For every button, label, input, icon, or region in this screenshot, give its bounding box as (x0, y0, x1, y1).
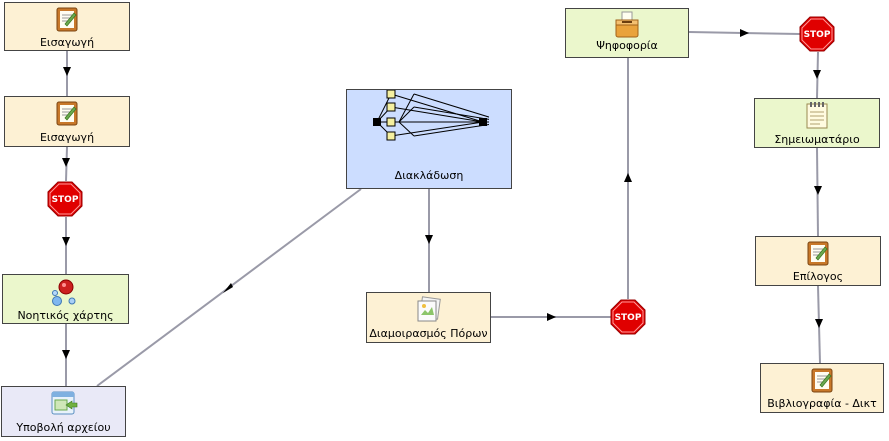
arrowhead (740, 29, 749, 37)
branching-ports-icon (373, 90, 487, 141)
node-label: Υποβολή αρχείου (16, 421, 111, 434)
branching-node[interactable]: Διακλάδωση (346, 89, 512, 189)
notebook-icon (811, 368, 833, 393)
activity-node-intro-2[interactable]: Εισαγωγή (4, 96, 130, 147)
activity-node-intro-1[interactable]: Εισαγωγή (4, 2, 130, 51)
stop-gate-icon[interactable]: STOP (47, 181, 83, 217)
arrowhead (62, 237, 70, 246)
arrowhead (63, 67, 71, 76)
node-label: Διαμοιρασμός Πόρων (369, 327, 488, 340)
node-label: Διακλάδωση (394, 169, 464, 182)
activity-node-share-resources[interactable]: Διαμοιρασμός Πόρων (366, 292, 491, 343)
arrowhead (813, 70, 821, 79)
svg-text:STOP: STOP (615, 313, 642, 323)
file-upload-icon (51, 391, 77, 415)
node-label: Σημειωματάριο (774, 133, 860, 146)
arrowhead (62, 158, 70, 167)
node-label: Ψηφοφορία (596, 39, 658, 52)
stop-gate-icon[interactable]: STOP (610, 299, 646, 335)
activity-node-mindmap[interactable]: Νοητικός χάρτης (2, 274, 129, 324)
arrowhead (624, 173, 632, 182)
share-resources-icon (417, 296, 441, 322)
node-label: Βιβλιογραφία - Δικτ (767, 397, 877, 410)
svg-text:STOP: STOP (804, 30, 831, 40)
node-label: Νοητικός χάρτης (17, 309, 114, 322)
notebook-icon (56, 7, 78, 32)
arrowhead (425, 235, 433, 244)
notebook-icon (807, 241, 829, 266)
arrowhead (547, 313, 556, 321)
arrowhead (62, 350, 70, 359)
activity-node-file-upload[interactable]: Υποβολή αρχείου (1, 386, 126, 437)
arrowhead (815, 319, 823, 328)
activity-node-bibliography[interactable]: Βιβλιογραφία - Δικτ (760, 363, 884, 413)
ballot-box-icon (615, 11, 639, 38)
activity-node-notepad[interactable]: Σημειωματάριο (754, 98, 880, 148)
stop-gate-icon[interactable]: STOP (799, 16, 835, 52)
node-label: Εισαγωγή (39, 131, 95, 144)
arrowhead (223, 283, 233, 293)
notebook-icon (56, 101, 78, 126)
activity-node-epilogue[interactable]: Επίλογος (755, 236, 881, 286)
svg-text:STOP: STOP (52, 195, 79, 205)
mindmap-bubbles-icon (51, 279, 75, 306)
node-label: Επίλογος (792, 270, 844, 283)
notepad-icon (806, 102, 828, 129)
node-label: Εισαγωγή (39, 36, 95, 49)
activity-node-voting[interactable]: Ψηφοφορία (565, 8, 689, 58)
arrowhead (814, 186, 822, 195)
